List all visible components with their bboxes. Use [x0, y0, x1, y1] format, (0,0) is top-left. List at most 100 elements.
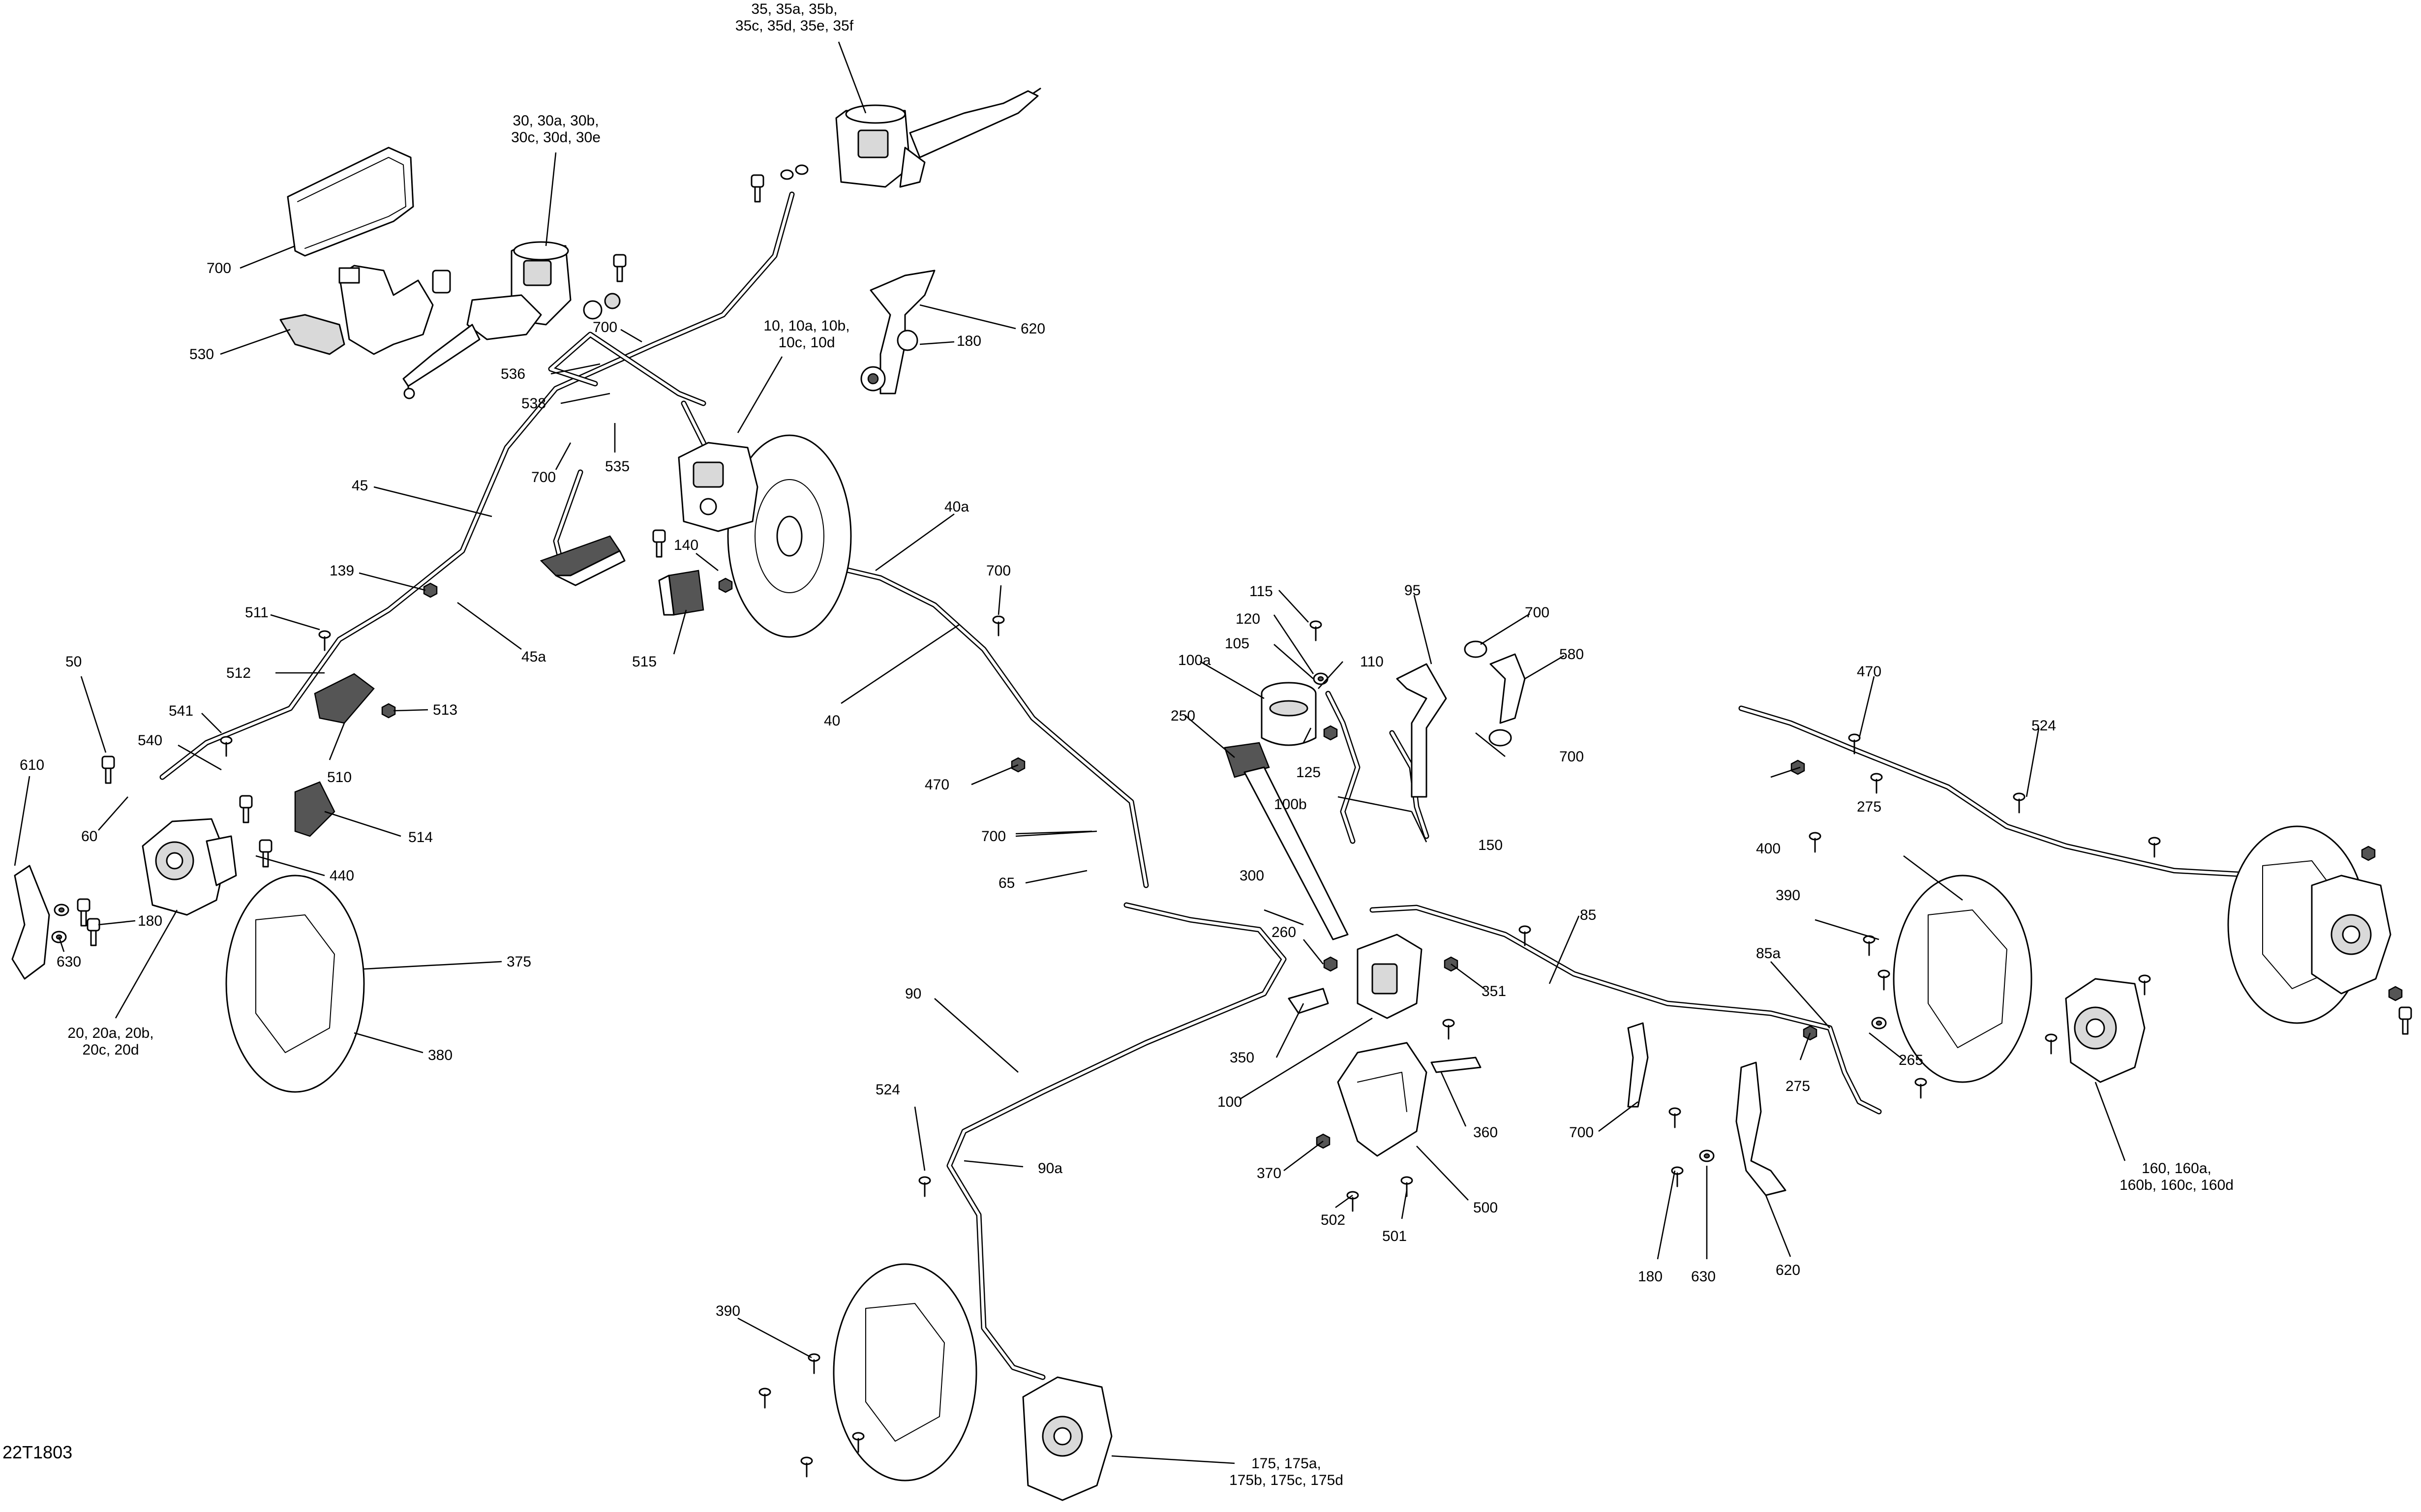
callout-700: 700: [1525, 605, 1549, 621]
callout-140: 140: [674, 537, 698, 553]
callout-524: 524: [876, 1082, 900, 1098]
callout-45: 45: [352, 478, 368, 494]
callout-85: 85: [1580, 907, 1596, 923]
callout-400: 400: [1756, 841, 1781, 857]
bolt-360: [1430, 1057, 1482, 1073]
callout-700: 700: [593, 319, 617, 335]
callout-524: 524: [2031, 718, 2056, 734]
callout-535: 535: [605, 458, 630, 475]
callout-514: 514: [408, 829, 433, 846]
callout-125: 125: [1296, 764, 1321, 781]
callout-630: 630: [57, 954, 81, 970]
callout-labels: 35, 35a, 35b,35c, 35d, 35e, 35f 30, 30a,…: [20, 1, 2234, 1488]
callout-700: 700: [986, 563, 1011, 579]
brake-disc-380: [225, 875, 365, 1093]
callout-275: 275: [1857, 799, 1881, 815]
callout-351: 351: [1482, 983, 1506, 999]
callout-60: 60: [81, 828, 97, 845]
brake-disc-390: [833, 1263, 977, 1482]
callout-50: 50: [65, 654, 82, 670]
callout-350: 350: [1230, 1050, 1254, 1066]
brake-disc-10: [727, 434, 852, 638]
callout-20: 20, 20a, 20b,20c, 20d: [67, 1025, 153, 1058]
callout-620: 620: [1776, 1262, 1800, 1278]
callout-360: 360: [1473, 1124, 1498, 1141]
callout-470: 470: [1857, 664, 1881, 680]
callout-513: 513: [433, 702, 457, 718]
master-cylinder-30: [402, 241, 627, 399]
hose-580: [1464, 640, 1526, 747]
callout-512: 512: [226, 665, 251, 681]
callout-90: 90: [905, 986, 921, 1002]
bracket-530: [279, 265, 451, 355]
callout-30: 30, 30a, 30b,30c, 30d, 30e: [511, 113, 601, 146]
brake-disc-400: [1893, 875, 2032, 1083]
callout-500: 500: [1473, 1200, 1498, 1216]
brake-lines: [159, 191, 2315, 1380]
callout-375: 375: [507, 954, 531, 970]
callout-515: 515: [632, 654, 657, 670]
callout-538: 538: [521, 395, 546, 412]
callout-40: 40: [824, 713, 840, 729]
leader-lines: [14, 41, 2126, 1464]
callout-502: 502: [1321, 1212, 1345, 1228]
callout-45a: 45a: [521, 649, 546, 665]
hose-clamp-bracket: [540, 535, 626, 586]
banjo-bolt-35: [751, 164, 809, 203]
callout-700: 700: [207, 260, 231, 276]
callout-175: 175, 175a,175b, 175c, 175d: [1229, 1455, 1343, 1488]
callout-95: 95: [1404, 582, 1421, 599]
callout-40a: 40a: [944, 499, 969, 515]
callout-510: 510: [327, 769, 352, 786]
reservoir-100a: [1261, 682, 1317, 746]
callout-65: 65: [999, 875, 1015, 891]
callout-630: 630: [1691, 1269, 1716, 1285]
bracket-620-right: [1735, 1061, 1786, 1196]
callout-275: 275: [1785, 1078, 1810, 1094]
callout-580: 580: [1559, 646, 1584, 663]
callout-470: 470: [925, 777, 949, 793]
callout-250: 250: [1171, 708, 1195, 724]
bracket-510: [314, 673, 375, 724]
callout-265: 265: [1899, 1052, 1923, 1068]
lever-620: [860, 270, 936, 394]
callout-700: 700: [1569, 1124, 1594, 1141]
callout-100b: 100b: [1274, 796, 1307, 813]
deflector-part: [287, 147, 414, 257]
caliper-20: [142, 818, 237, 916]
clamp-514: [294, 781, 335, 837]
callout-390: 390: [1776, 887, 1800, 904]
master-cylinder-35: [835, 88, 1041, 188]
caliper-160: [2065, 978, 2146, 1083]
callout-90a: 90a: [1038, 1160, 1062, 1177]
callout-150: 150: [1478, 837, 1503, 853]
callout-390: 390: [716, 1303, 740, 1319]
callout-110: 110: [1360, 654, 1384, 670]
callout-85a: 85a: [1756, 945, 1781, 962]
pin-350: [1288, 988, 1329, 1014]
caliper-175: [1022, 1376, 1113, 1501]
callout-700: 700: [531, 469, 556, 485]
callout-100a: 100a: [1178, 652, 1211, 668]
callout-501: 501: [1382, 1228, 1407, 1244]
callout-115: 115: [1249, 583, 1273, 600]
drawing-id: 22T1803: [2, 1442, 72, 1462]
pedal-250: [1224, 742, 1349, 940]
guard-610: [11, 865, 50, 980]
bracket-515: [658, 570, 704, 616]
callout-10: 10, 10a, 10b,10c, 10d: [763, 318, 849, 351]
callout-700: 700: [981, 828, 1006, 845]
callout-440: 440: [330, 868, 354, 884]
callout-300: 300: [1240, 868, 1264, 884]
callout-35: 35, 35a, 35b,35c, 35d, 35e, 35f: [735, 1, 854, 34]
callout-180: 180: [138, 913, 162, 929]
callout-180: 180: [957, 333, 981, 349]
callout-511: 511: [245, 605, 269, 621]
callout-180: 180: [1638, 1269, 1663, 1285]
callout-100: 100: [1217, 1094, 1242, 1110]
callout-160: 160, 160a,160b, 160c, 160d: [2119, 1160, 2234, 1193]
hose-95: [1396, 663, 1447, 798]
callout-620: 620: [1021, 321, 1045, 337]
caliper-10: [652, 442, 758, 558]
